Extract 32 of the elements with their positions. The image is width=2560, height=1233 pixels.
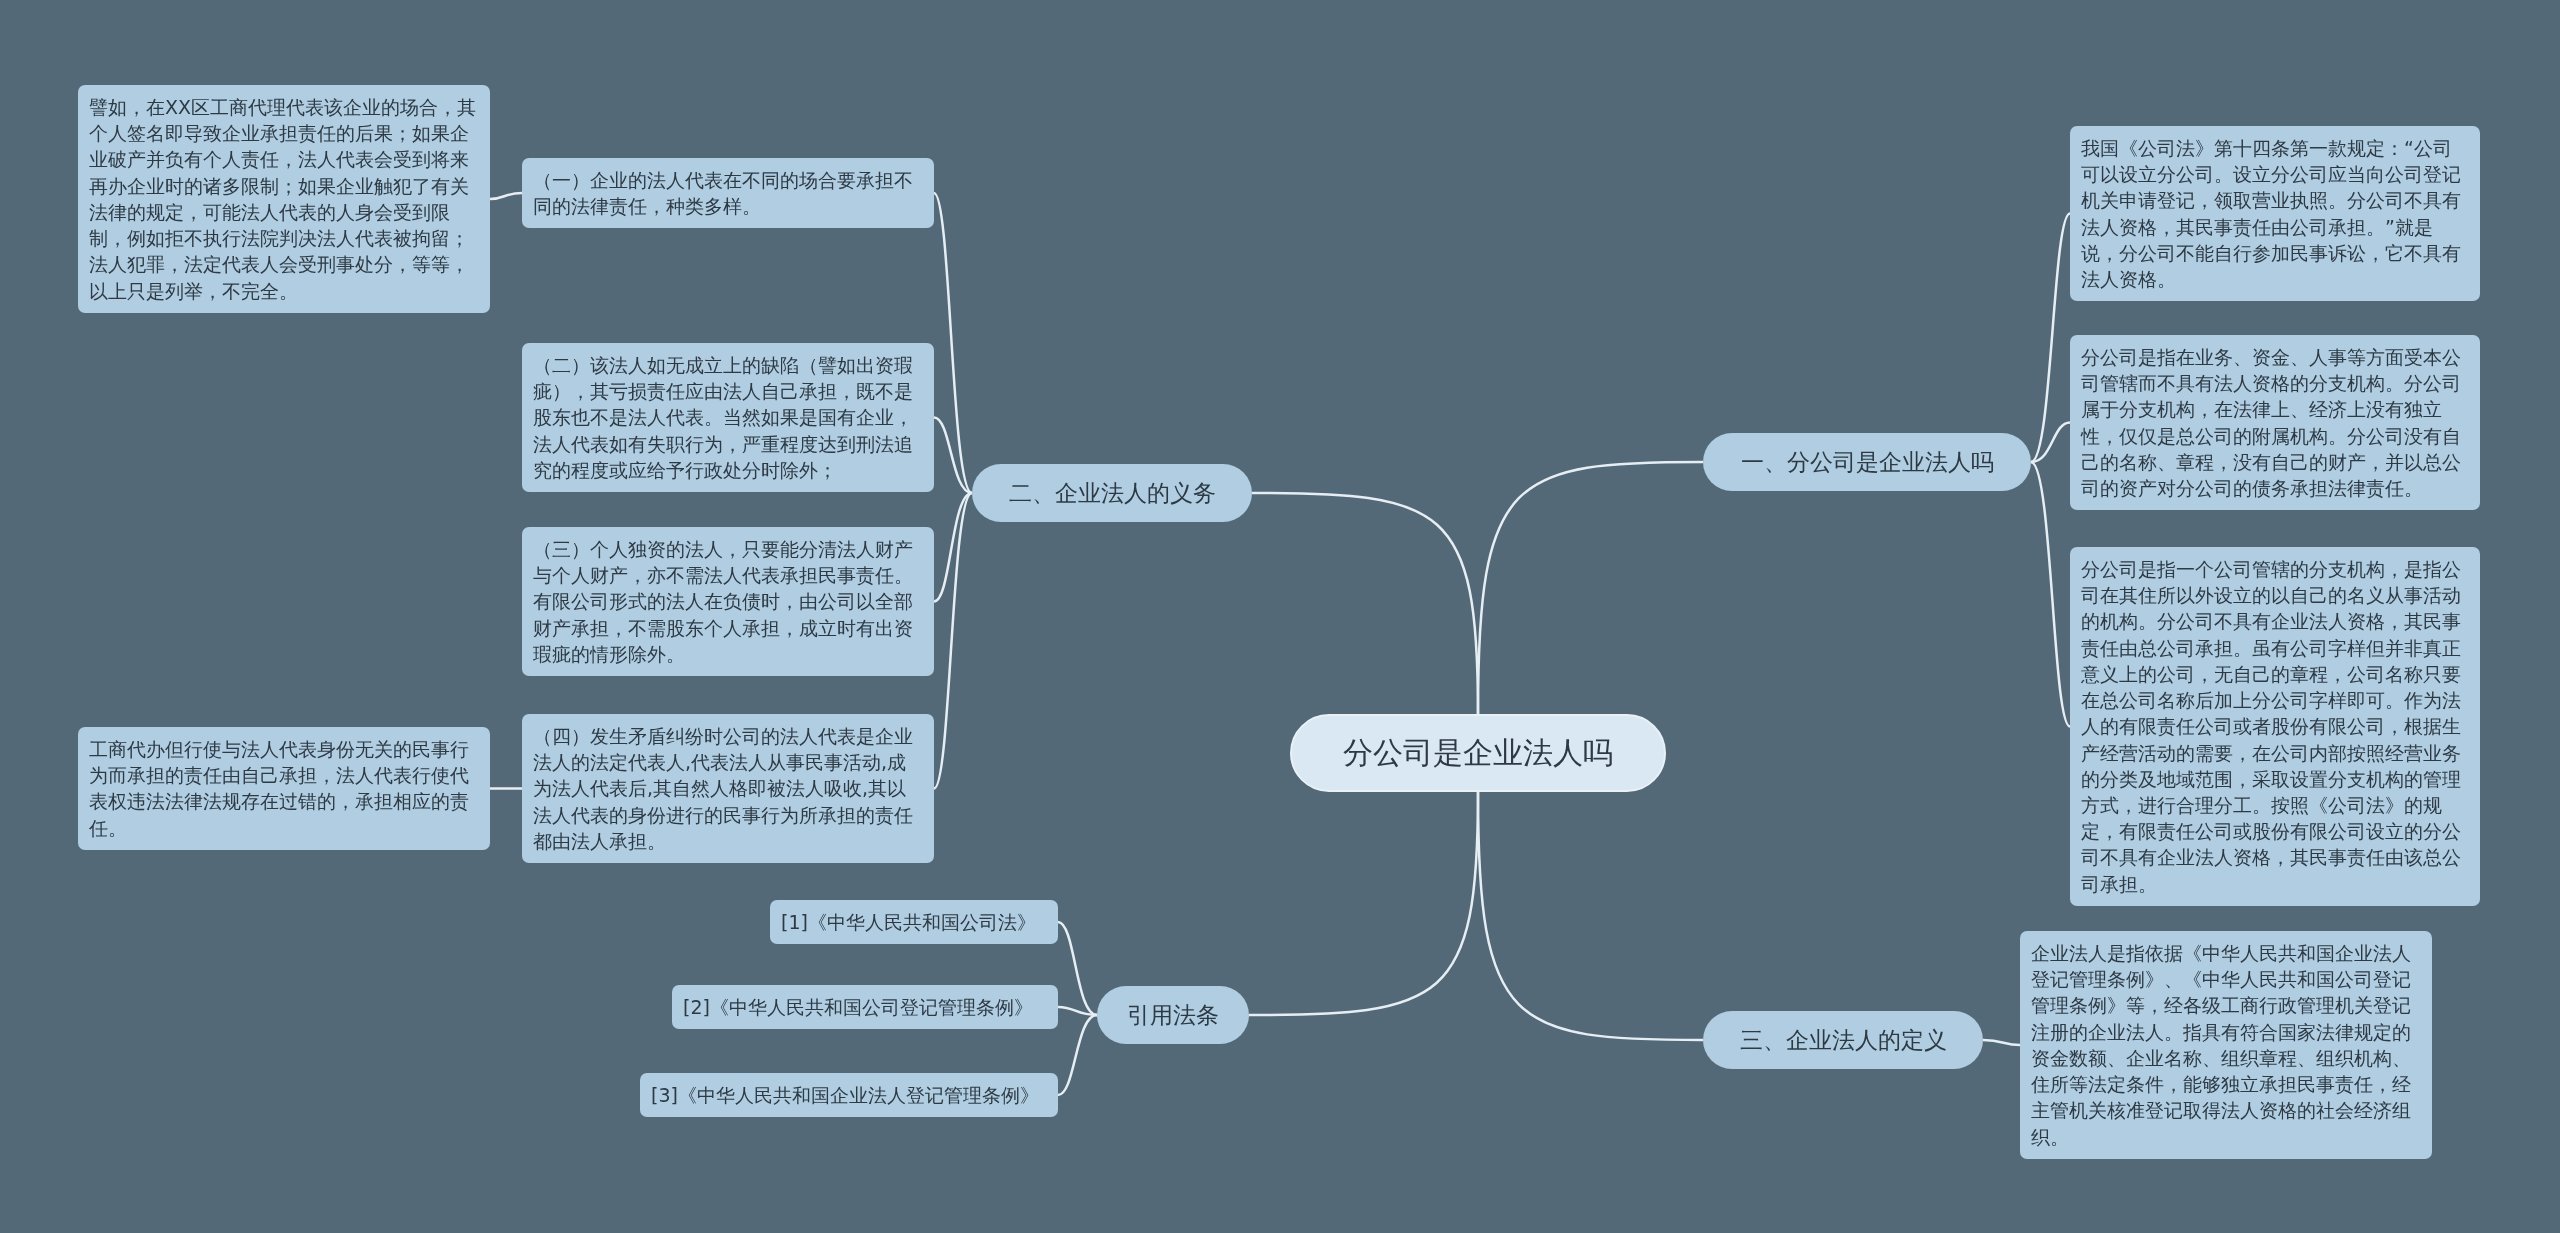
detail-note-card: 工商代办但行使与法人代表身份无关的民事行为而承担的责任由自己承担，法人代表行使代表权违法法律法规存在过错的，承担相应的责任。 <box>78 727 490 850</box>
branch-topic-bubble: 引用法条 <box>1097 986 1249 1044</box>
connector-line <box>490 787 522 790</box>
branch-topic-bubble: 二、企业法人的义务 <box>972 464 1252 522</box>
detail-note-card: [2]《中华人民共和国公司登记管理条例》 <box>672 985 1058 1030</box>
detail-note-card: （三）个人独资的法人，只要能分清法人财产与个人财产，亦不需法人代表承担民事责任。有限公司形式的法人在负债时，由公司以全部财产承担，不需股东个人承担，成立时有出资瑕疵的情形除外。 <box>522 527 934 677</box>
detail-note-card: 分公司是指一个公司管辖的分支机构，是指公司在其住所以外设立的以自己的名义从事活动的机构。分公司不具有企业法人资格，其民事责任由总公司承担。虽有公司字样但并非真正意义上的公司，无自己的章程，公司名称只要在总公司名称后加上分公司字样即可。作为法人的有限责任公司或者股份有限公司，根据生产经营活动的需要，在公司内部按照经营业务的分类及地域范围，采取设置分支机构的管理方式，进行合理分工。按照《公司法》的规定，有限责任公司或股份有限公司设立的分公司不具有企业法人资格，其民事责任由该总公司承担。 <box>2070 547 2480 906</box>
connector-line <box>1057 920 1098 1017</box>
detail-note-card: 分公司是指在业务、资金、人事等方面受本公司管辖而不具有法人资格的分支机构。分公司属于分支机构，在法律上、经济上没有独立性，仅仅是总公司的附属机构。分公司没有自己的名称、章程，没有自己的财产，并以总公司的资产对分公司的债务承担法律责任。 <box>2070 335 2480 511</box>
connector-line <box>1252 491 1480 715</box>
central-topic-bubble: 分公司是企业法人吗 <box>1290 714 1666 792</box>
detail-note-card: 企业法人是指依据《中华人民共和国企业法人登记管理条例》、《中华人民共和国公司登记管理条例》等，经各级工商行政管理机关登记注册的企业法人。指具有符合国家法律规定的资金数额、企业名称、组织章程、组织机构、住所等法定条件，能够独立承担民事责任，经主管机关核准登记取得法人资格的社会经济组织。 <box>2020 931 2432 1159</box>
connector-line <box>1982 1038 2021 1047</box>
detail-note-card: 譬如，在XX区工商代理代表该企业的场合，其个人签名即导致企业承担责任的后果；如果企业破产并负有个人责任，法人代表会受到将来再办企业时的诸多限制；如果企业触犯了有关法律的规定，可能法人代表的人身会受到限制，例如拒不执行法院判决法人代表被拘留；法人犯罪，法定代表人会受刑事处分，等等，以上只是列举，不完全。 <box>78 85 490 313</box>
connector-line <box>2030 421 2071 464</box>
branch-topic-bubble: 一、分公司是企业法人吗 <box>1703 433 2031 491</box>
detail-note-card: （二）该法人如无成立上的缺陷（譬如出资瑕疵），其亏损责任应由法人自己承担，既不是股东也不是法人代表。当然如果是国有企业，法人代表如有失职行为，严重程度达到刑法追究的程度或应给予行政处分时除外； <box>522 343 934 493</box>
connector-line <box>932 492 973 790</box>
connector-line <box>932 192 973 494</box>
detail-note-card: （四）发生矛盾纠纷时公司的法人代表是企业法人的法定代表人,代表法人从事民事活动,成为法人代表后,其自然人格即被法人吸收,其以法人代表的身份进行的民事行为所承担的责任都由法人承担。 <box>522 714 934 864</box>
connector-line <box>489 191 523 201</box>
connector-line <box>1057 1013 1098 1097</box>
detail-note-card: 我国《公司法》第十四条第一款规定：“公司可以设立分公司。设立分公司应当向公司登记机关申请登记，领取营业执照。分公司不具有法人资格，其民事责任由公司承担。”就是说，分公司不能自行参加民事诉讼，它不具有法人资格。 <box>2070 126 2480 302</box>
connector-line <box>1249 791 1480 1017</box>
branch-topic-bubble: 三、企业法人的定义 <box>1703 1011 1983 1069</box>
connector-line <box>2030 461 2071 728</box>
connector-line <box>933 416 973 495</box>
connector-line <box>933 491 973 603</box>
detail-note-card: [3]《中华人民共和国企业法人登记管理条例》 <box>640 1073 1058 1118</box>
detail-note-card: [1]《中华人民共和国公司法》 <box>770 900 1058 945</box>
connector-line <box>2030 212 2071 463</box>
detail-note-card: （一）企业的法人代表在不同的场合要承担不同的法律责任，种类多样。 <box>522 158 934 229</box>
